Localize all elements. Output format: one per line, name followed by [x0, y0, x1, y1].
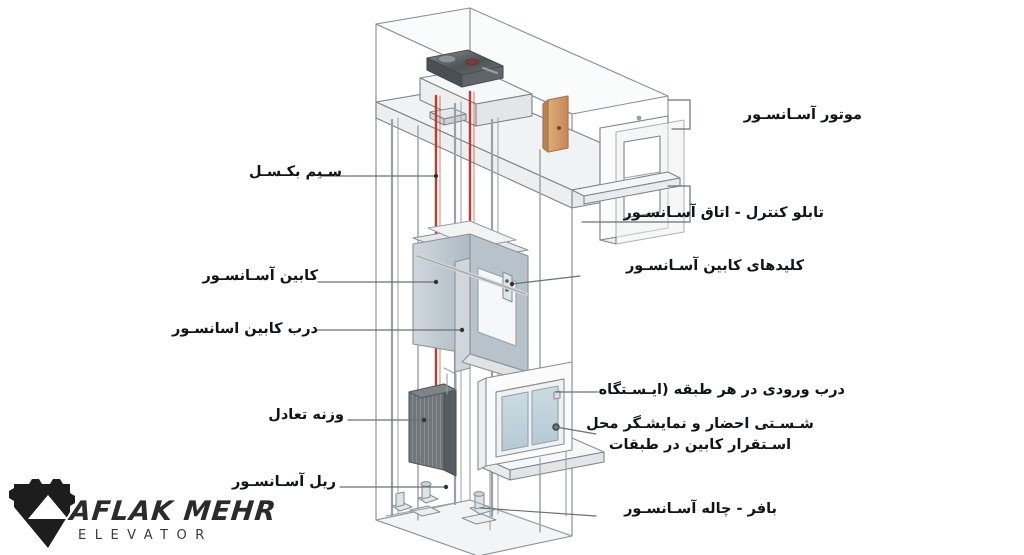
counterweight: [408, 367, 457, 477]
label-call-button-indicator: شـسـتی احضار و نمایشـگر محل اسـتقرار کاب…: [586, 416, 814, 453]
logo-brand-text: AFLAK MEHR: [68, 496, 279, 527]
leader-endpoints: [421, 173, 515, 490]
pit-buffers: [385, 481, 573, 537]
logo-tagline-text: ELEVATOR: [78, 528, 213, 543]
label-motor: موتور آسـانسـور: [743, 107, 862, 123]
machine-room: [375, 67, 685, 245]
label-cabin: کابین آسـانسـور: [202, 268, 318, 284]
label-landing-door: درب ورودی در هر طبقه (ایـسـتگاه: [598, 382, 845, 398]
elevator-cabin: [412, 220, 529, 381]
label-control-panel: تابلو کنترل - اتاق آسـانسـور: [623, 205, 824, 221]
traction-machine-motor: [426, 49, 504, 88]
control-panel-cabinet: [542, 95, 569, 153]
label-guide-rail: ریل آسـانسـور: [231, 474, 336, 490]
label-cabin-buttons: کلیدهای کابین آسـانسـور: [625, 258, 804, 274]
leader-lines: [315, 99, 691, 517]
label-wire-rope: سـیم بکـسـل: [248, 164, 342, 180]
brand-logo: AFLAK MEHR ELEVATOR: [8, 478, 280, 550]
landing-door: [477, 361, 605, 531]
gear-triangle-icon: [9, 479, 75, 548]
label-buffer-pit: بافر - چاله آسـانسـور: [624, 501, 777, 517]
label-counterweight: وزنه تعادل: [268, 407, 344, 423]
label-cabin-door: درب کابین اسانسـور: [171, 321, 318, 337]
